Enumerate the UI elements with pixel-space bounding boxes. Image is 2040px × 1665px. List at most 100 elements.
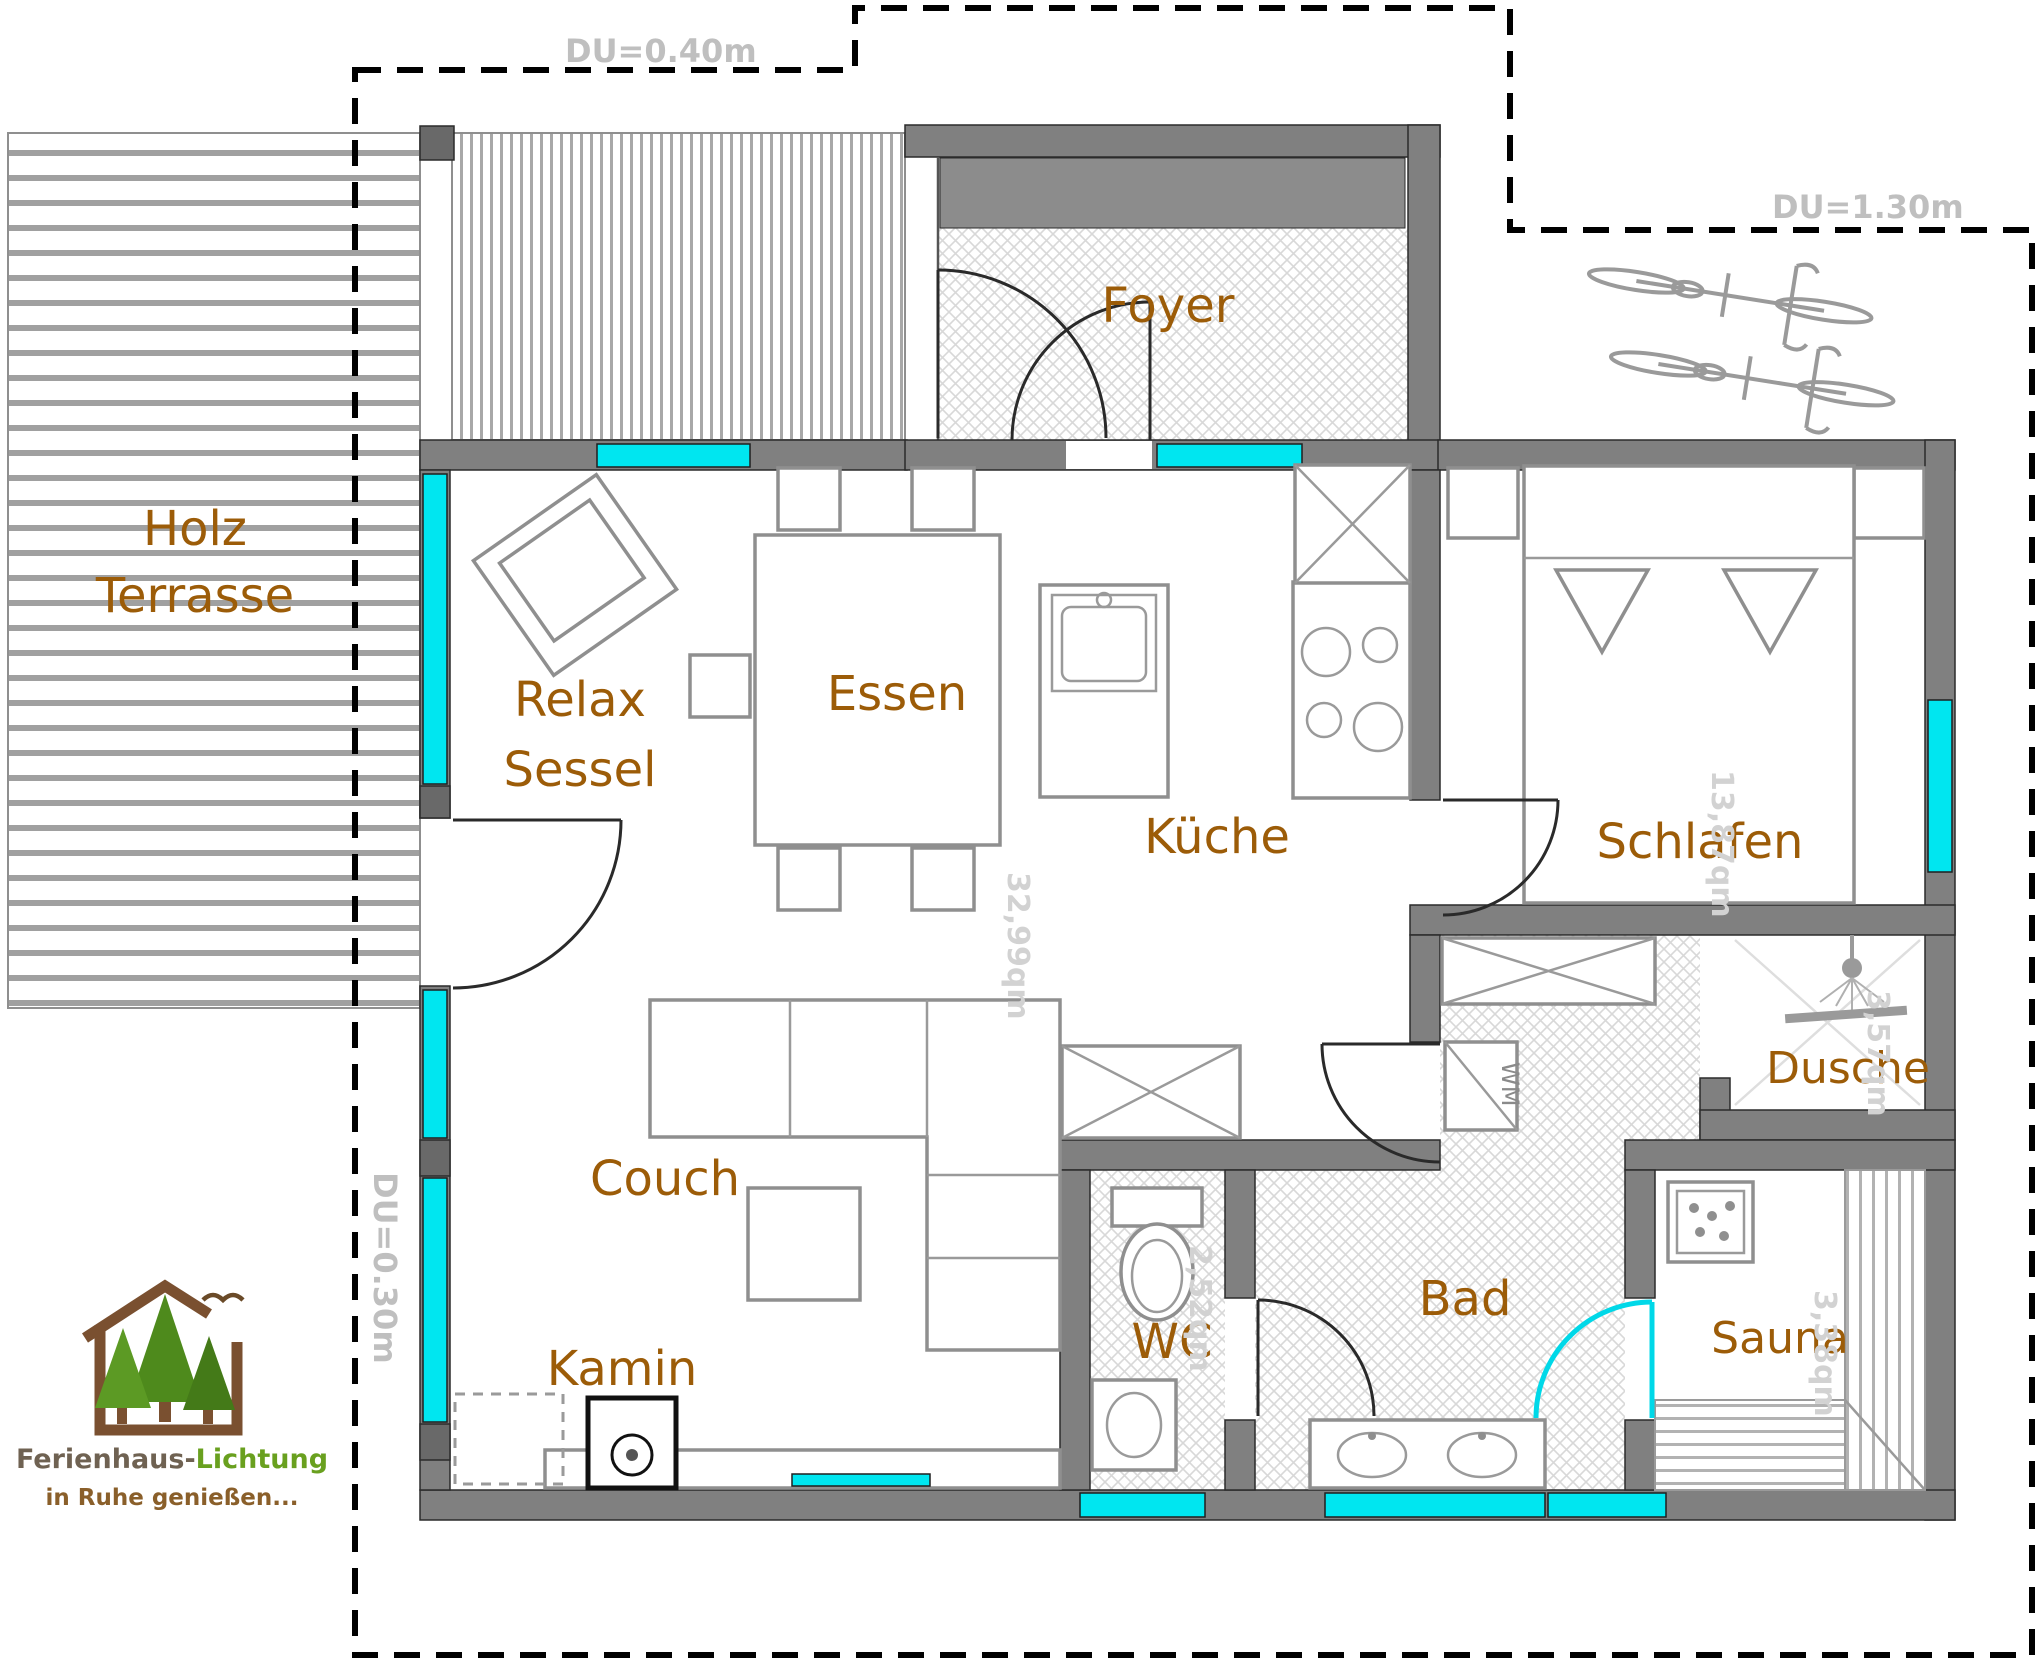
pillow-icon	[1553, 568, 1651, 656]
bicycle-icon	[1608, 345, 1896, 435]
sauna-door	[1533, 1299, 1655, 1419]
window-left-middle	[422, 989, 448, 1139]
washing-machine-label: WM	[1496, 1062, 1524, 1106]
foyer-right-wall	[1407, 124, 1441, 444]
terrace-label-line2: Terrasse	[95, 568, 294, 624]
terrace: Holz Terrasse	[7, 132, 421, 1009]
kitchen-label: Küche	[1144, 809, 1290, 865]
property-boundary: DU=0.40m DU=1.30m DU=0.30m	[352, 5, 2035, 1658]
bath-sauna-wall-lower	[1624, 1419, 1656, 1491]
window-bottom-bath2	[1547, 1492, 1667, 1518]
nightstand	[1446, 466, 1520, 540]
tree-icon	[183, 1336, 235, 1410]
window-left-upper	[422, 473, 448, 785]
bicycle-icon	[1586, 262, 1874, 352]
faucet-icon	[1368, 1432, 1376, 1440]
sauna-bench-bottom	[1654, 1399, 1846, 1491]
area-shower: 3,57qm	[1860, 990, 1895, 1117]
doors	[452, 268, 1655, 1419]
tree-trunk	[159, 1402, 171, 1422]
hall-door	[1320, 1042, 1441, 1164]
nightstand	[1852, 466, 1926, 540]
logo-house-icon	[94, 1325, 243, 1436]
logo-name-part1: Ferienhaus-	[16, 1444, 196, 1475]
area-wc: 2,52qm	[1182, 1245, 1217, 1372]
sauna-label: Sauna	[1711, 1313, 1849, 1364]
porch	[419, 125, 906, 441]
burner-icon	[1361, 626, 1399, 664]
room-labels: Foyer Relax Sessel Essen Küche Schlafen …	[504, 278, 1930, 1397]
wc-bath-wall-upper	[1224, 1169, 1256, 1299]
pillow-icon	[1721, 568, 1819, 656]
sauna-heater	[1666, 1180, 1755, 1264]
window-top-foyer	[1156, 443, 1303, 468]
bicycles	[1586, 262, 1896, 435]
left-wall-post-3	[419, 1423, 451, 1461]
bird-icon	[201, 1292, 245, 1304]
window-bottom-bath	[1324, 1492, 1546, 1518]
burner-icon	[1305, 701, 1343, 739]
wc-fixtures	[1090, 1186, 1204, 1472]
tree-trunk	[203, 1410, 213, 1424]
sauna-top-wall	[1624, 1139, 1956, 1171]
double-sink-vanity	[1308, 1418, 1547, 1490]
window-bottom-wc	[1079, 1492, 1206, 1518]
dim-right: DU=1.30m	[1772, 188, 1964, 226]
hallway-floor-strip	[1440, 1140, 1625, 1170]
bedroom-furniture	[1446, 464, 1926, 905]
bedroom-label: Schlafen	[1597, 814, 1804, 870]
wc-left-wall	[1059, 1169, 1091, 1491]
window-top-porch	[596, 443, 751, 468]
area-bedroom: 13,87qm	[1704, 770, 1739, 918]
wc-bath-wall-lower	[1224, 1419, 1256, 1491]
logo-tagline: in Ruhe genießen...	[46, 1485, 299, 1511]
terrace-decking	[7, 132, 421, 1009]
bedroom-door	[1442, 798, 1560, 917]
window-bedroom-right	[1927, 699, 1953, 873]
couch-label: Couch	[590, 1151, 740, 1207]
tree-trunk	[117, 1408, 127, 1424]
living-dresser	[1060, 1044, 1242, 1140]
porch-decking	[451, 132, 906, 441]
dining-chair	[776, 846, 842, 912]
area-living: 32,99qm	[1000, 872, 1035, 1020]
porch-post	[419, 125, 455, 161]
faucet-icon	[1095, 591, 1113, 609]
foyer-top-wall	[904, 124, 1441, 158]
tree-icon	[95, 1328, 151, 1408]
dining-chair	[910, 466, 976, 532]
burner-icon	[1352, 701, 1404, 753]
dining-chair	[910, 846, 976, 912]
burner-icon	[1300, 626, 1352, 678]
porch-foyer-door	[936, 268, 1108, 439]
sauna-bench-right	[1844, 1169, 1926, 1491]
shower-bottom-wall	[1699, 1109, 1956, 1141]
right-wall	[1924, 439, 1956, 1521]
tv-marker	[791, 1473, 931, 1487]
logo-name: Ferienhaus-Lichtung	[16, 1444, 328, 1475]
logo-graphic	[82, 1279, 245, 1436]
fireplace-unit	[585, 1395, 679, 1491]
left-wall-post-2	[419, 1139, 451, 1177]
hall-wall-stub	[1409, 934, 1441, 1043]
toilet	[1110, 1186, 1204, 1322]
dining-chair	[776, 466, 842, 532]
bath-fixtures	[1308, 1418, 1547, 1490]
shower-fixtures	[1734, 935, 1921, 1106]
foyer-living-door	[1010, 300, 1152, 441]
kitchen-sink-unit	[1038, 583, 1170, 799]
window-left-lower	[422, 1177, 448, 1423]
fireplace-reserve-area	[453, 1392, 565, 1486]
left-wall-post-1	[419, 785, 451, 819]
faucet-icon	[1478, 1432, 1486, 1440]
armchair	[470, 472, 680, 678]
wc-label: WC	[1132, 1314, 1213, 1370]
shower-label: Dusche	[1766, 1043, 1930, 1094]
couch-sofa	[648, 998, 1062, 1352]
wc-bath-top-wall	[1059, 1139, 1441, 1171]
sauna-fixtures	[1654, 1169, 1926, 1491]
logo: Ferienhaus-Lichtung in Ruhe genießen...	[16, 1279, 328, 1511]
dim-top: DU=0.40m	[565, 32, 757, 70]
dining-label: Essen	[827, 666, 967, 722]
